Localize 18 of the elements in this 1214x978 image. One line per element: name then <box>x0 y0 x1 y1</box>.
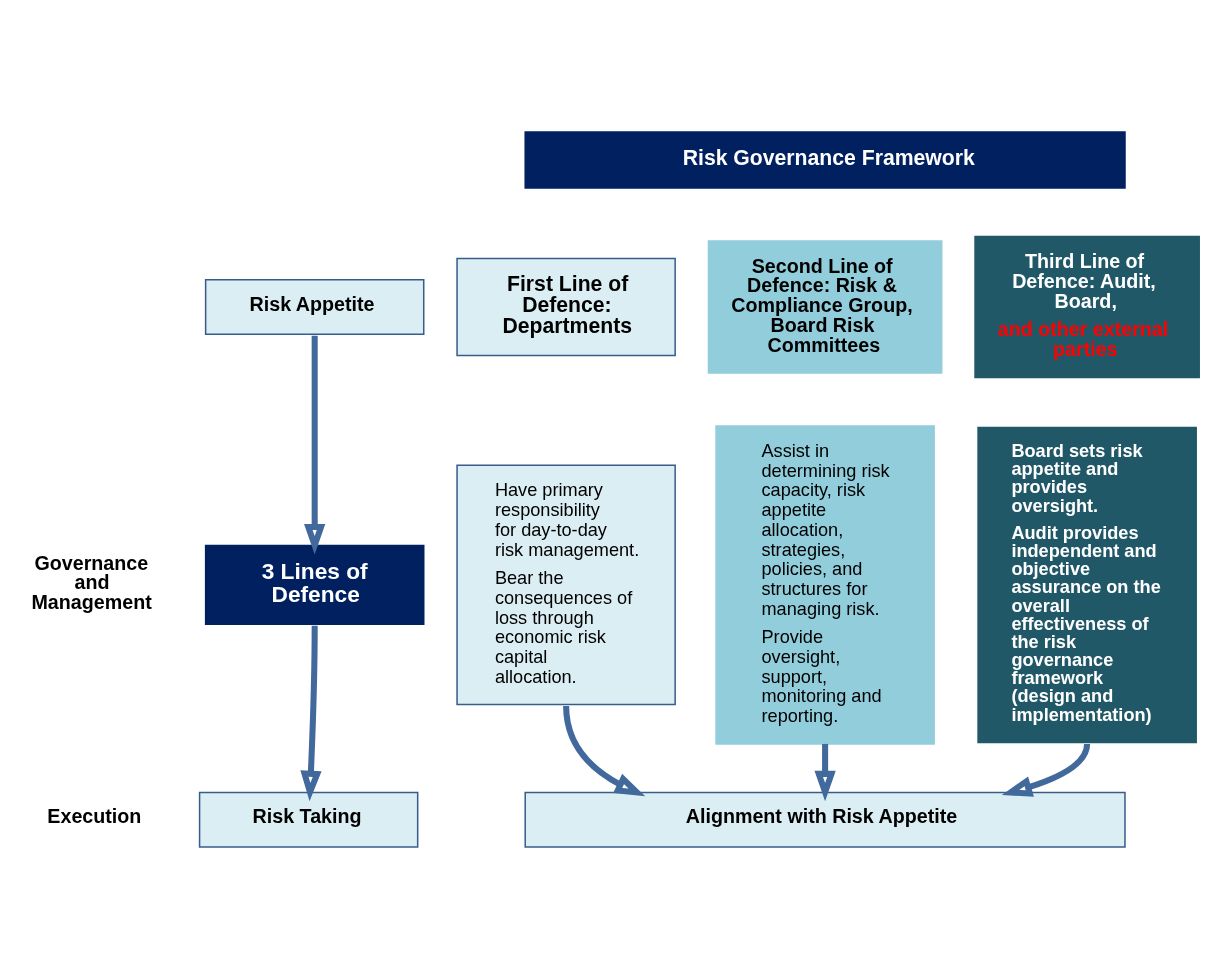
label: Governance and Management <box>31 551 152 613</box>
node-box: Risk Taking <box>198 791 419 848</box>
arrow <box>563 705 646 796</box>
arrow <box>814 743 836 801</box>
label: Execution <box>47 804 142 827</box>
arrow <box>300 625 322 801</box>
node-box: Third Line of Defence: Audit, Board, and other external parties <box>974 235 1200 378</box>
node-box: 3 Lines of Defence <box>204 544 425 625</box>
node-box: Have primary responsibility for day-to-day risk management. Bear the consequences of loss through economic risk capital allocation. <box>456 464 676 705</box>
arrow <box>304 335 326 554</box>
node-box: Risk Appetite <box>204 278 425 335</box>
node-box: Second Line of Defence: Risk & Compliance Group, Board Risk Committees <box>707 239 943 374</box>
node-box: Board sets risk appetite and provides oversight. Audit provides independent and objective assurance on the overall effectiveness of the risk governance framework (design and implementation) <box>977 426 1197 743</box>
node-box: Risk Governance Framework <box>524 130 1126 189</box>
arrow <box>1001 743 1091 797</box>
node-box: Alignment with Risk Appetite <box>524 791 1126 848</box>
node-box: First Line of Defence: Departments <box>456 257 676 356</box>
node-box: Assist in determining risk capacity, risk appetite allocation, strategies, policies, and structures for managing risk. Provide oversight, support, monitoring and reporting. <box>715 424 935 745</box>
